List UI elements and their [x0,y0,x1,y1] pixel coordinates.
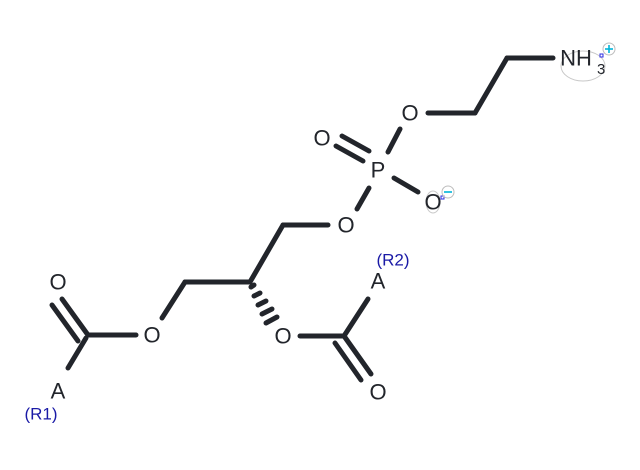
bond-p-double-o-2 [339,133,372,154]
amine-group: NH 3 [560,42,616,82]
hashed-wedge-bond [248,282,280,326]
oxygen-double-p: O [313,126,330,151]
oxygen-glycerol-phosphate: O [337,213,354,238]
bond-c-double-o-2 [332,340,364,383]
bond-c-double-o-1 [341,333,374,377]
bond-p-o-bottom [354,185,372,212]
oxygen-ester-r2: O [274,324,291,349]
oxygen-ethanolamine: O [401,101,418,126]
bond-c-double-o-2 [49,302,81,344]
amine-subscript: 3 [597,61,605,78]
bond-c-double-o-1 [59,296,91,338]
bond-ch2-o [159,279,188,321]
oxygen-ester-r1: O [143,323,160,348]
oxygen-minus: O [424,190,441,215]
oxygen-carbonyl-r1: O [49,270,66,295]
bond-p-o-minus [391,175,421,195]
r1-label: (R1) [24,405,57,424]
ester-r2 [297,296,374,383]
bond-c-a [341,296,371,339]
oxide-group: O [424,185,455,215]
bond-p-double-o-1 [333,143,366,164]
oxygen-carbonyl-r2: O [369,380,386,405]
charge-ring [441,185,455,199]
charge-ring [602,42,616,56]
bond-c-c [472,55,510,116]
acyl-a-r2: A [371,269,386,294]
acyl-a-r1: A [51,379,66,404]
selection-ellipse [560,50,606,82]
attach-marker [599,53,604,58]
phosphate-group [333,126,421,212]
r2-label: (R2) [376,251,409,270]
bond-o-p-top [385,126,403,155]
bond-ch2-ch [247,222,286,285]
glycerol-backbone [159,222,331,321]
phosphorus-label: P [371,158,386,183]
nitrogen-label: NH [560,46,592,71]
ethanolamine-chain [425,55,556,116]
bond-c-a [65,335,89,371]
ester-r1 [49,296,139,371]
